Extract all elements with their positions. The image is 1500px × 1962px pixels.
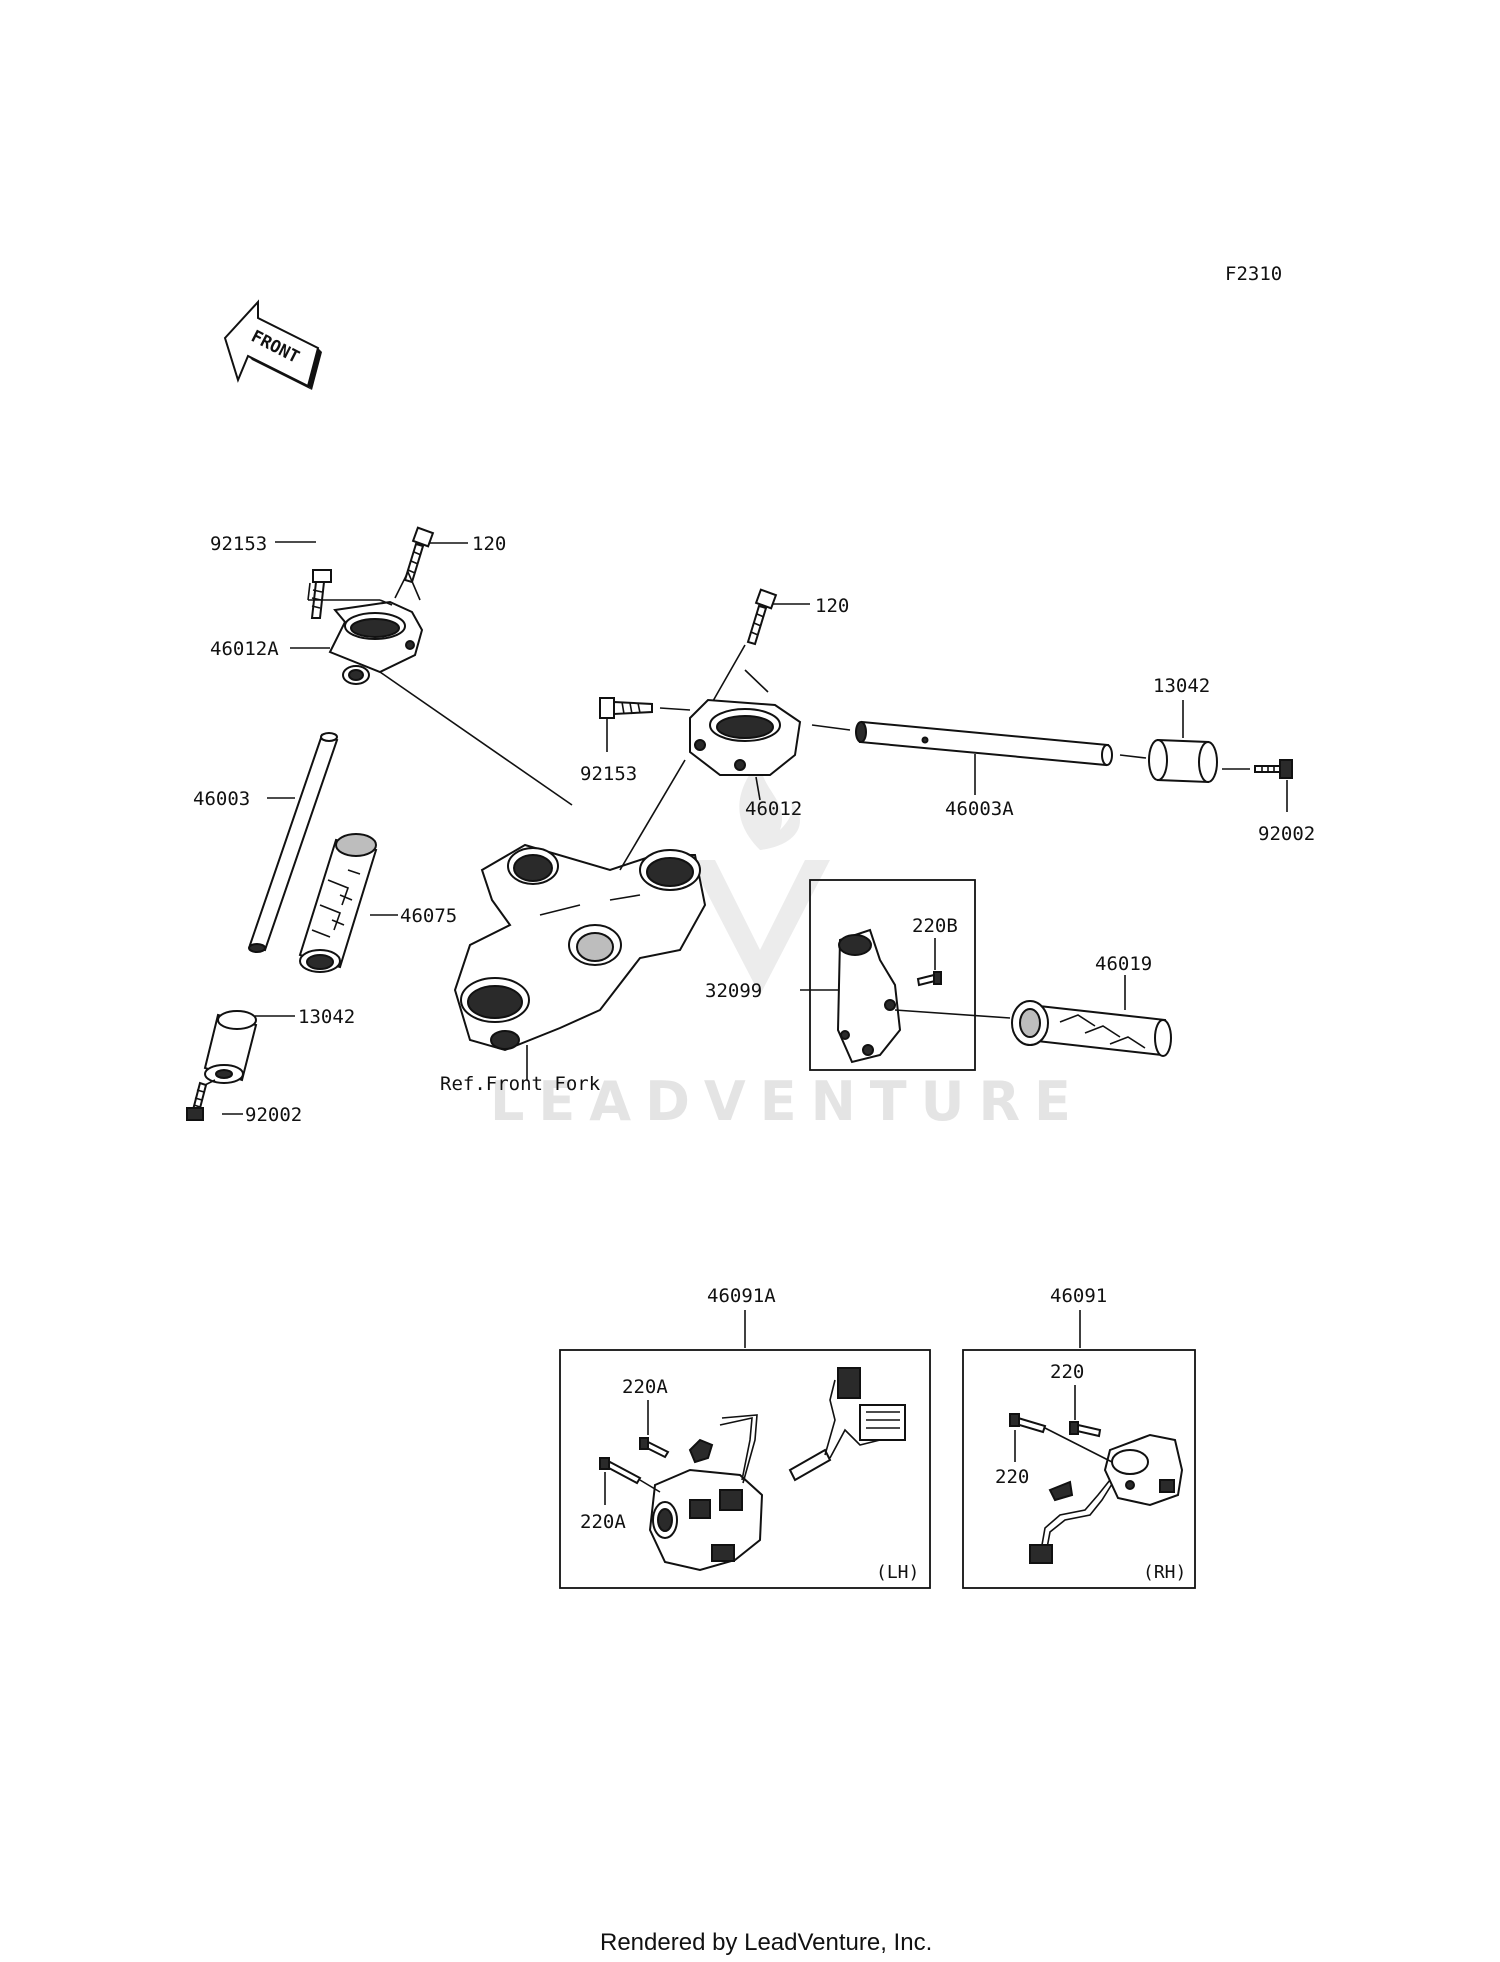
throttle-case xyxy=(836,928,902,1064)
label-46012A: 46012A xyxy=(210,638,279,660)
switch-housing-rh xyxy=(1029,1433,1184,1564)
screw-220B xyxy=(916,971,942,987)
switch-rh-box xyxy=(962,1349,1196,1589)
label-46019: 46019 xyxy=(1095,953,1152,975)
throttle-grip xyxy=(1011,1000,1172,1057)
label-rh-side: (RH) xyxy=(1143,1562,1186,1583)
handlebar-holder-rh xyxy=(689,698,802,776)
label-lh-side: (LH) xyxy=(876,1562,919,1583)
label-46003: 46003 xyxy=(193,788,250,810)
bolt-92153-rh xyxy=(599,697,653,719)
label-32099: 32099 xyxy=(705,980,762,1002)
figure-code: F2310 xyxy=(1225,263,1282,285)
bar-end-weight-lh xyxy=(203,1010,258,1084)
label-92002-rh: 92002 xyxy=(1258,823,1315,845)
label-ref-front-fork: Ref.Front Fork xyxy=(440,1073,601,1095)
handlebar-holder-lh xyxy=(328,600,424,685)
label-46091A: 46091A xyxy=(707,1285,776,1307)
leadventure-watermark: LEADVENTURE xyxy=(490,760,1085,1133)
label-92153-rh: 92153 xyxy=(580,763,637,785)
switch-lh-box xyxy=(559,1349,931,1589)
label-220-upper: 220 xyxy=(1050,1361,1084,1383)
label-220-lower: 220 xyxy=(995,1466,1029,1488)
screw-220-upper xyxy=(1069,1421,1102,1438)
label-46003A: 46003A xyxy=(945,798,1014,820)
footer-credit: Rendered by LeadVenture, Inc. xyxy=(600,1929,932,1956)
label-46012: 46012 xyxy=(745,798,802,820)
label-120-lh: 120 xyxy=(472,533,506,555)
watermark-text: LEADVENTURE xyxy=(490,1070,1085,1133)
upper-triple-clamp xyxy=(453,843,707,1052)
label-46075: 46075 xyxy=(400,905,457,927)
handlebar-lh xyxy=(248,732,339,953)
label-120-rh: 120 xyxy=(815,595,849,617)
bolt-120-rh xyxy=(746,588,778,646)
label-92153-lh: 92153 xyxy=(210,533,267,555)
bar-end-weight-rh xyxy=(1148,738,1218,784)
bolt-92002-lh xyxy=(186,1081,208,1121)
label-46091: 46091 xyxy=(1050,1285,1107,1307)
bolt-92002-rh xyxy=(1254,759,1293,779)
label-13042-lh: 13042 xyxy=(298,1006,355,1028)
screw-220A-lower xyxy=(599,1457,642,1485)
label-220B: 220B xyxy=(912,915,958,937)
screw-220-lower xyxy=(1009,1413,1047,1434)
bolt-92153-lh xyxy=(310,569,332,619)
label-92002-lh: 92002 xyxy=(245,1104,302,1126)
front-arrow-icon: FRONT xyxy=(223,299,322,390)
grip-lh xyxy=(298,833,378,973)
handlebar-rh xyxy=(855,720,1113,767)
label-13042-rh: 13042 xyxy=(1153,675,1210,697)
label-220A-lower: 220A xyxy=(580,1511,626,1533)
screw-220A-upper xyxy=(639,1437,670,1459)
throttle-case-box xyxy=(809,879,976,1071)
label-220A-upper: 220A xyxy=(622,1376,668,1398)
switch-housing-lh xyxy=(648,1367,906,1572)
